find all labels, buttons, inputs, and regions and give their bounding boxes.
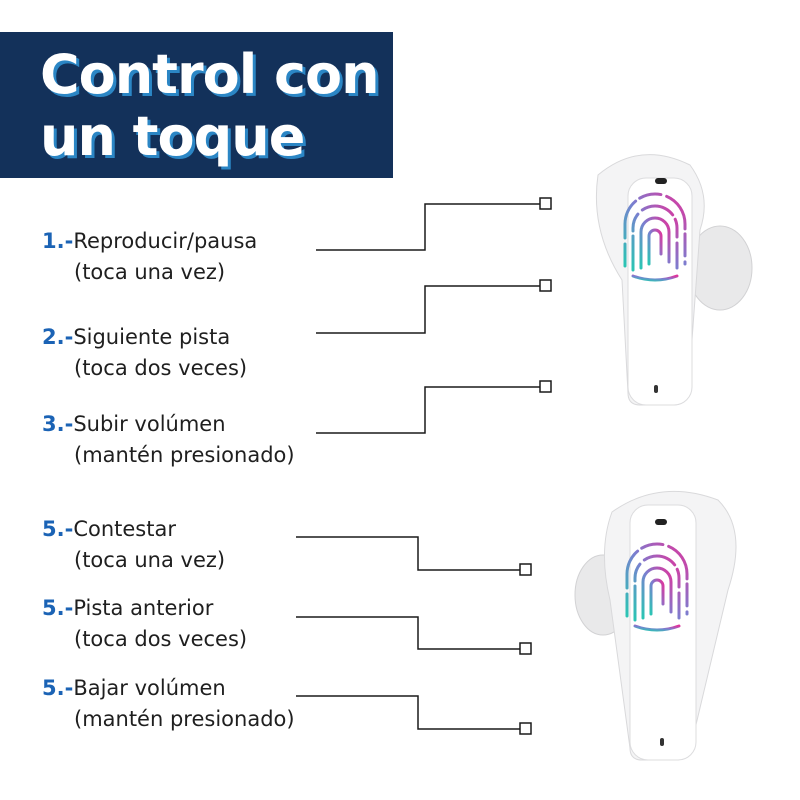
item-number: 5.-: [42, 676, 74, 700]
control-item-3: 3.-Subir volúmen (mantén presionado): [42, 409, 295, 471]
item-number: 2.-: [42, 325, 74, 349]
item-number: 5.-: [42, 517, 74, 541]
leader-line-2: [316, 285, 540, 334]
endpoint-box: [519, 722, 532, 735]
endpoint-box: [539, 380, 552, 393]
title-banner: [0, 32, 393, 178]
item-action: Pista anterior: [73, 596, 214, 620]
item-number: 5.-: [42, 596, 74, 620]
control-item-4: 5.-Contestar (toca una vez): [42, 514, 225, 576]
item-detail: (toca una vez): [74, 548, 226, 572]
leader-endpoints: [519, 197, 552, 735]
control-item-5: 5.-Pista anterior (toca dos veces): [42, 593, 247, 655]
item-number: 3.-: [42, 412, 74, 436]
leader-line-6: [296, 695, 520, 730]
item-detail: (toca dos veces): [74, 356, 248, 380]
control-item-6: 5.-Bajar volúmen (mantén presionado): [42, 673, 295, 735]
leader-lines: [296, 203, 540, 730]
item-action: Siguiente pista: [73, 325, 231, 349]
earbud-right-icon: [595, 154, 753, 406]
endpoint-box: [519, 563, 532, 576]
title-line-1: Control con: [40, 43, 380, 106]
leader-line-3: [316, 386, 540, 434]
leader-line-5: [296, 616, 520, 650]
control-item-1: 1.-Reproducir/pausa (toca una vez): [42, 226, 257, 288]
item-action: Bajar volúmen: [73, 676, 226, 700]
item-detail: (toca una vez): [74, 260, 226, 284]
item-detail: (mantén presionado): [74, 443, 295, 467]
item-action: Reproducir/pausa: [73, 229, 258, 253]
endpoint-box: [519, 642, 532, 655]
item-number: 1.-: [42, 229, 74, 253]
leader-line-1: [316, 203, 540, 251]
earbud-left-icon: [574, 490, 737, 761]
title-line-2: un toque: [40, 105, 305, 168]
endpoint-box: [539, 279, 552, 292]
control-item-2: 2.-Siguiente pista (toca dos veces): [42, 322, 247, 384]
item-detail: (mantén presionado): [74, 707, 295, 731]
item-action: Contestar: [73, 517, 176, 541]
page-title: Control con un toque: [40, 43, 380, 168]
item-detail: (toca dos veces): [74, 627, 248, 651]
item-action: Subir volúmen: [73, 412, 226, 436]
endpoint-box: [539, 197, 552, 210]
leader-line-4: [296, 536, 520, 571]
